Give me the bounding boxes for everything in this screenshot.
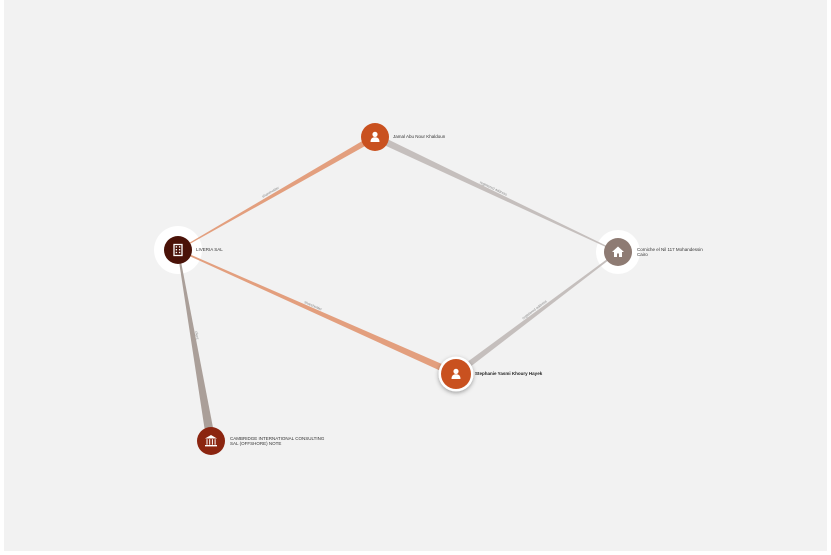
person-icon <box>451 368 461 379</box>
node-circle[interactable] <box>441 359 471 389</box>
node-layer: LIVERIA SAL Jamal Abu Nour KhaldounCornic… <box>164 123 703 455</box>
node-label: CAMBRIDGE INTERNATIONAL CONSULTING <box>230 436 325 441</box>
edge-line[interactable] <box>177 249 458 378</box>
edge-company-to-person_selected[interactable]: shareholder <box>177 249 458 378</box>
edge-person_selected-to-address[interactable]: registered address <box>454 251 619 377</box>
node-label: Cairo <box>637 252 648 257</box>
node-label: SAL (OFFSHORE) NOTE <box>230 441 281 446</box>
edge-line[interactable] <box>454 251 619 377</box>
node-person-selected[interactable]: Stephanie Yasmi Khoury Hayek <box>438 356 543 392</box>
edge-company-to-institution[interactable]: client <box>177 249 216 442</box>
halo-layer <box>154 226 640 274</box>
node-circle[interactable] <box>197 427 225 455</box>
edge-company-to-person_top[interactable]: shareholder <box>177 134 377 251</box>
house-icon <box>612 246 624 257</box>
edge-label: shareholder <box>304 300 324 312</box>
node-label: LIVERIA SAL <box>196 247 223 252</box>
building-icon <box>173 243 183 257</box>
bank-icon <box>205 435 217 447</box>
edge-line[interactable] <box>373 133 619 253</box>
edge-line[interactable] <box>177 134 377 251</box>
person-icon <box>370 131 380 142</box>
edge-line[interactable] <box>177 249 216 442</box>
node-label: Corniche el Nil 117 Mohandessin <box>637 247 703 252</box>
node-circle[interactable] <box>361 123 389 151</box>
edge-label: client <box>194 331 199 340</box>
node-company[interactable]: LIVERIA SAL <box>164 236 223 264</box>
node-circle[interactable] <box>164 236 192 264</box>
node-label: Stephanie Yasmi Khoury Hayek <box>475 371 543 376</box>
node-label: Jamal Abu Nour Khaldoun <box>393 134 446 139</box>
node-person-top[interactable]: Jamal Abu Nour Khaldoun <box>361 123 446 151</box>
edge-person_top-to-address[interactable]: registered address <box>373 133 619 253</box>
